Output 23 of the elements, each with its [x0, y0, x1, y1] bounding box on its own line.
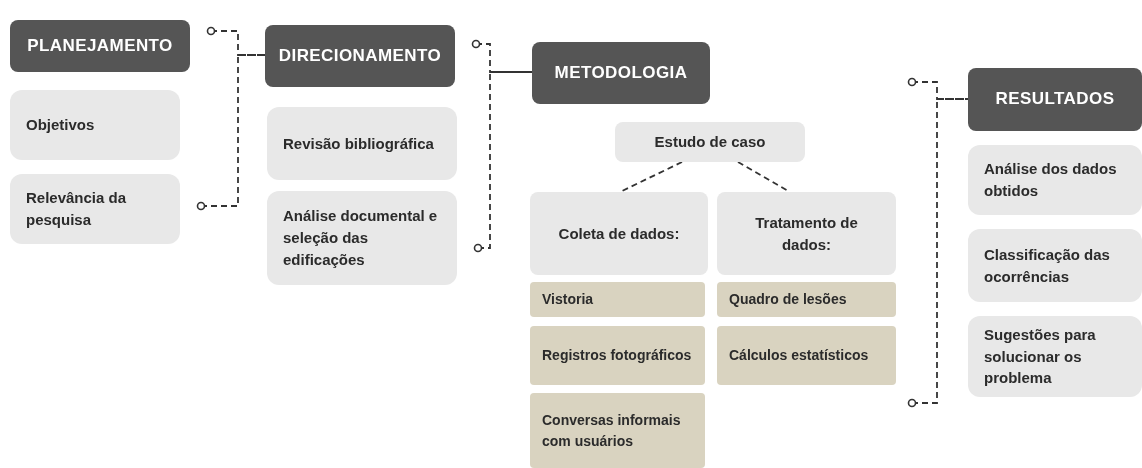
dashed-connector [196, 54, 266, 211]
dashed-connector [471, 39, 533, 73]
topic-box: Vistoria [530, 282, 705, 317]
header-box: RESULTADOS [968, 68, 1142, 131]
dashed-connector [907, 77, 969, 100]
topic-box: Relevância da pesquisa [10, 174, 180, 244]
topic-box: Estudo de caso [615, 122, 805, 162]
topic-box: Revisão bibliográfica [267, 107, 457, 180]
topic-box: Coleta de dados: [530, 192, 708, 275]
dashed-connector [619, 161, 683, 193]
topic-box: Análise dos dados obtidos [968, 145, 1142, 215]
topic-box: Sugestões para solucionar os problema [968, 316, 1142, 397]
header-box: DIRECIONAMENTO [265, 25, 455, 87]
topic-box: Análise documental e seleção das edificações [267, 191, 457, 285]
header-box: METODOLOGIA [532, 42, 710, 104]
topic-box: Cálculos estatísticos [717, 326, 896, 385]
topic-box: Registros fotográficos [530, 326, 705, 385]
header-box: PLANEJAMENTO [10, 20, 190, 72]
topic-box: Tratamento de dados: [717, 192, 896, 275]
topic-box: Classificação das ocorrências [968, 229, 1142, 302]
topic-box: Conversas informais com usuários [530, 393, 705, 468]
topic-box: Objetivos [10, 90, 180, 160]
topic-box: Quadro de lesões [717, 282, 896, 317]
